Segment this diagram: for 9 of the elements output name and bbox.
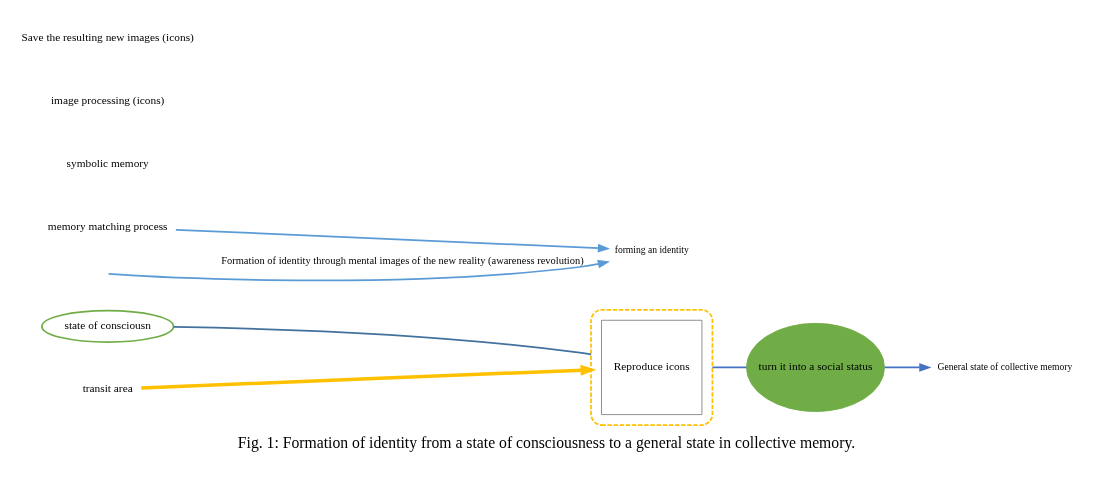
- label: symbolic memory: [66, 156, 149, 169]
- label: Save the resulting new images (icons): [21, 30, 194, 43]
- edge-label: Formation of identity through mental images of the new reality (awareness revolution): [221, 254, 584, 266]
- caption: Fig. 1: Formation of identity from a state of consciousness to a general state in collective memory.: [237, 433, 856, 451]
- node-text: memory matching process: [47, 219, 168, 232]
- node-text: General state of collective memory: [937, 360, 1073, 372]
- node-text: forming an identity: [614, 243, 689, 255]
- label: image processing (icons): [50, 93, 165, 106]
- node-text: transit area: [82, 381, 133, 394]
